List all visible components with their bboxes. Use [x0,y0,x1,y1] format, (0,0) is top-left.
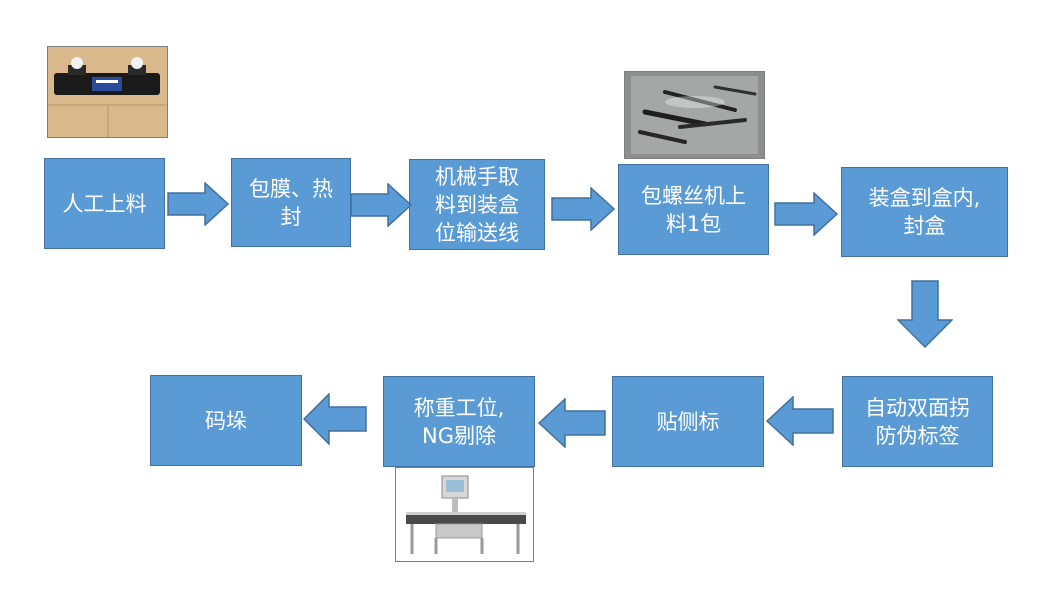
arrow-down [897,280,953,348]
step-weighing-ng-reject: 称重工位, NG剔除 [383,376,535,467]
checkweigher-photo [395,467,534,562]
arrow-right-4 [774,192,838,236]
arrow-right-2 [350,183,412,227]
step-robot-pick: 机械手取 料到装盒 位输送线 [409,159,545,250]
arrow-right-3 [551,187,615,231]
arrow-left-1 [766,396,834,446]
step-manual-loading: 人工上料 [44,158,165,249]
step-palletizing: 码垛 [150,375,302,466]
arrow-right-1 [167,182,229,226]
arrow-left-3 [303,393,367,445]
step-anti-counterfeit-label: 自动双面拐 防伪标签 [842,376,993,467]
step-side-label: 贴侧标 [612,376,764,467]
step-film-wrap-heat-seal: 包膜、热 封 [231,158,351,247]
valve-photo [47,46,168,138]
step-screw-bag-loading: 包螺丝机上 料1包 [618,164,769,255]
screws-bag-photo [624,71,765,159]
arrow-left-2 [538,398,606,448]
step-boxing-sealing: 装盒到盒内, 封盒 [841,167,1008,257]
